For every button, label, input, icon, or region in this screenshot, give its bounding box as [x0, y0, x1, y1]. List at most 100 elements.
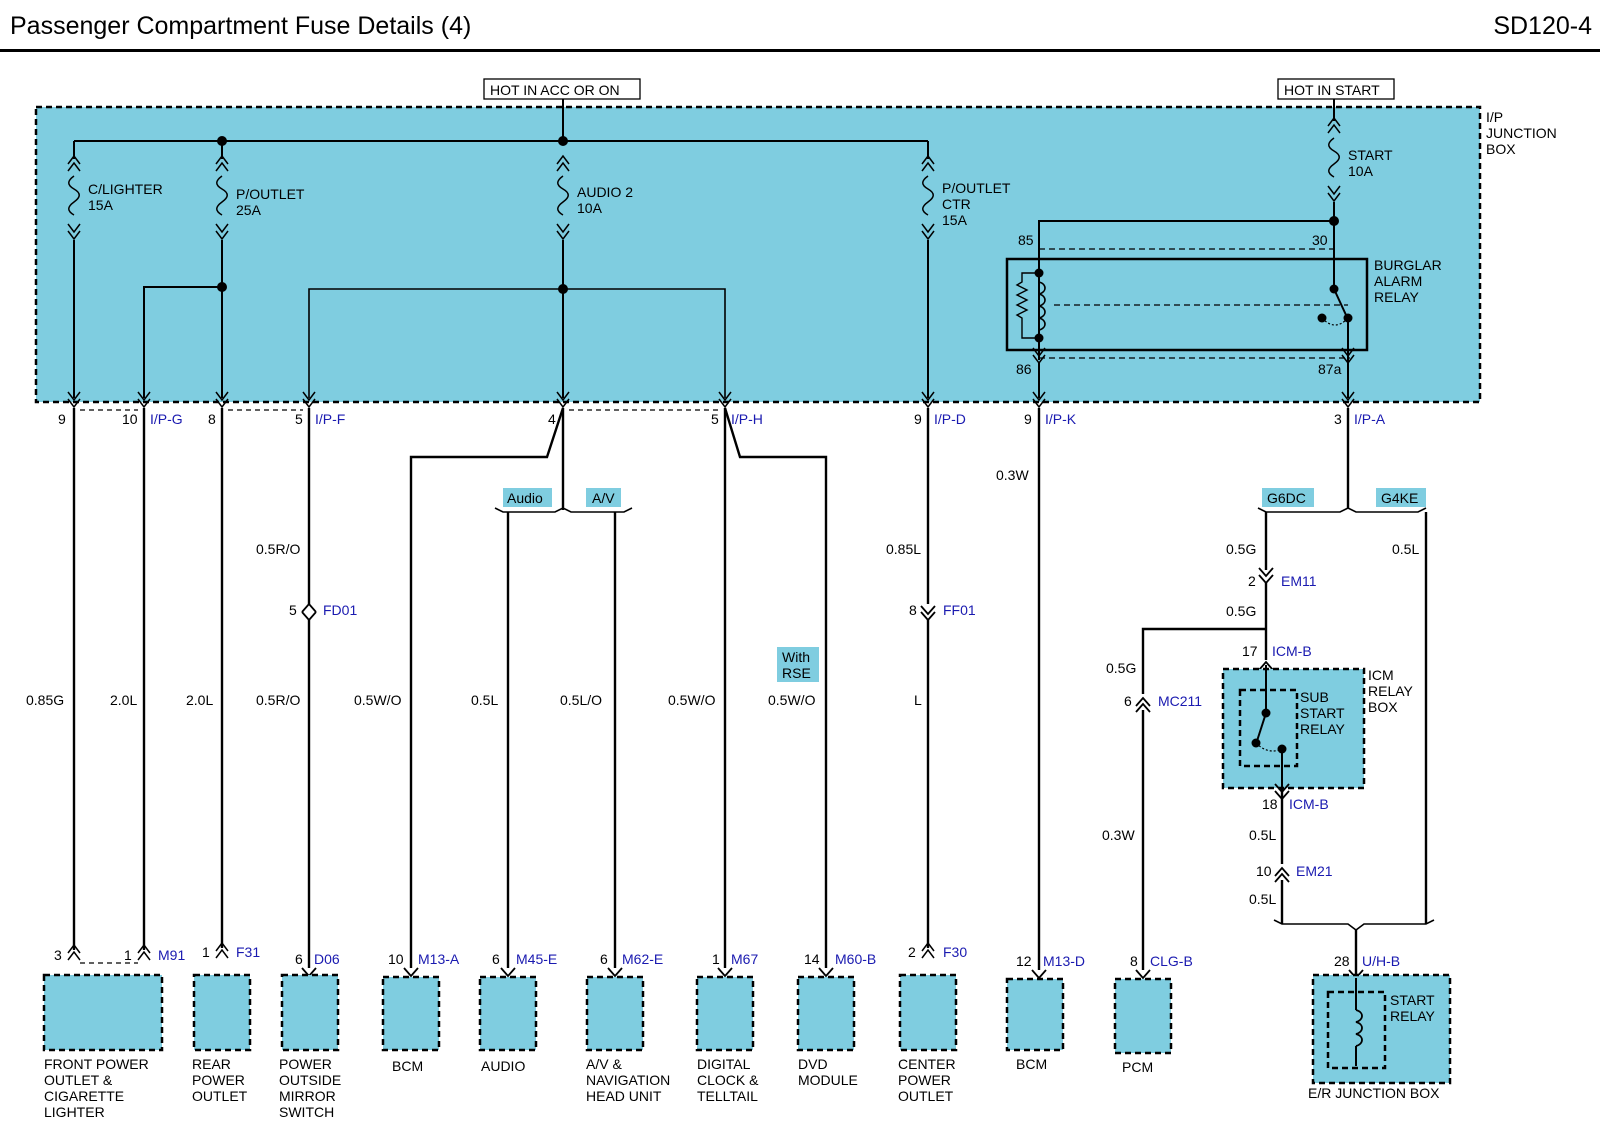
- icm-pin-18: 18: [1262, 796, 1278, 812]
- conn-m62-e: M62-E: [622, 951, 663, 967]
- c2-pin: 1: [202, 944, 210, 960]
- svg-text:2.0L: 2.0L: [186, 692, 213, 708]
- rear-power-outlet-label: REAR POWER OUTLET: [192, 1056, 249, 1104]
- conn-f31: F31: [236, 944, 260, 960]
- icm-relay-box-label: ICM RELAY BOX: [1368, 667, 1417, 715]
- conn-em21: EM21: [1296, 863, 1333, 879]
- svg-text:0.5L: 0.5L: [1249, 891, 1276, 907]
- svg-text:0.5L: 0.5L: [1249, 827, 1276, 843]
- em21-pin: 10: [1256, 863, 1272, 879]
- jb-pin-10: 10: [122, 411, 138, 427]
- fuse-start-label: START 10A: [1348, 147, 1396, 179]
- audio-unit: [478, 975, 538, 1052]
- option-g4ke-tag: [1376, 488, 1426, 507]
- hot-in-start-label: HOT IN START: [1284, 82, 1380, 98]
- ff01-pin: 8: [909, 602, 917, 618]
- option-g6dc-tag: [1262, 488, 1314, 507]
- digital-clock-telltail: [695, 975, 755, 1052]
- start-relay: [1326, 990, 1387, 1070]
- fuse-poutlet-label: P/OUTLET 25A: [236, 186, 308, 218]
- svg-text:0.5R/O: 0.5R/O: [256, 541, 300, 557]
- av-navigation-head-unit: [585, 975, 645, 1052]
- conn-icm-b-in: ICM-B: [1272, 643, 1312, 659]
- conn-fd01: FD01: [323, 602, 357, 618]
- front-power-outlet-label: FRONT POWER OUTLET & CIGARETTE LIGHTER: [44, 1056, 153, 1120]
- option-rse-tag: [777, 647, 819, 682]
- conn-ip-h: I/P-H: [731, 411, 763, 427]
- svg-text:0.5R/O: 0.5R/O: [256, 692, 300, 708]
- hot-in-acc-label: HOT IN ACC OR ON: [490, 82, 620, 98]
- svg-text:0.5G: 0.5G: [1106, 660, 1136, 676]
- option-g6dc: G6DC: [1267, 490, 1306, 506]
- jb-pin-9b: 9: [914, 411, 922, 427]
- digital-clock-telltail-label: DIGITAL CLOCK & TELLTAIL: [697, 1056, 762, 1104]
- c5-pin: 6: [492, 951, 500, 967]
- av-navigation-head-unit-label: A/V & NAVIGATION HEAD UNIT: [586, 1056, 674, 1104]
- sub-start-relay-label: SUB START RELAY: [1300, 689, 1348, 737]
- conn-ip-a: I/P-A: [1354, 411, 1386, 427]
- c3-pin: 6: [295, 951, 303, 967]
- conn-d06: D06: [314, 951, 340, 967]
- fd01-pin: 5: [289, 602, 297, 618]
- power-outside-mirror-switch-label: POWER OUTSIDE MIRROR SWITCH: [279, 1056, 345, 1120]
- conn-m67: M67: [731, 951, 758, 967]
- ip-junction-box: [34, 105, 1482, 404]
- option-audio-tag: [503, 488, 552, 507]
- svg-text:L: L: [914, 692, 922, 708]
- conn-ip-f: I/P-F: [315, 411, 345, 427]
- em11-pin: 2: [1248, 573, 1256, 589]
- burglar-alarm-relay-label: BURGLAR ALARM RELAY: [1374, 257, 1446, 305]
- svg-text:0.3W: 0.3W: [1102, 827, 1135, 843]
- pcm-label: PCM: [1122, 1059, 1153, 1075]
- burglar-alarm-relay: [1005, 257, 1369, 352]
- jb-bottom-connectors: [67, 391, 1355, 411]
- start-relay-label: START RELAY: [1390, 992, 1438, 1024]
- relay-resistor-icon: [1015, 272, 1039, 339]
- sub-start-relay: [1238, 688, 1299, 768]
- bcm-d: [1005, 977, 1065, 1052]
- conn-m13-a: M13-A: [418, 951, 460, 967]
- jb-pin-8: 8: [208, 411, 216, 427]
- c12-pin: 28: [1334, 953, 1350, 969]
- svg-text:0.5W/O: 0.5W/O: [668, 692, 716, 708]
- conn-m45-e: M45-E: [516, 951, 557, 967]
- audio-unit-label: AUDIO: [481, 1058, 525, 1074]
- relay-pin-85: 85: [1018, 232, 1034, 248]
- power-outside-mirror-switch: [280, 973, 340, 1052]
- jb-pin-3: 3: [1334, 411, 1342, 427]
- conn-ip-k: I/P-K: [1045, 411, 1077, 427]
- relay-coil-icon: [1038, 281, 1046, 331]
- jb-pin-5a: 5: [295, 411, 303, 427]
- conn-mc211: MC211: [1158, 693, 1202, 709]
- relay-pin-30: 30: [1312, 232, 1328, 248]
- bcm-d-label: BCM: [1016, 1056, 1047, 1072]
- jb-pin-4: 4: [548, 411, 556, 427]
- c7-pin: 1: [712, 951, 720, 967]
- conn-icm-b-out: ICM-B: [1289, 796, 1329, 812]
- dvd-module-label: DVD MODULE: [798, 1056, 858, 1088]
- option-audio: Audio: [507, 490, 543, 506]
- conn-m13-d: M13-D: [1043, 953, 1085, 969]
- center-power-outlet: [898, 973, 958, 1052]
- svg-text:0.85L: 0.85L: [886, 541, 921, 557]
- relay-pin-86: 86: [1016, 361, 1032, 377]
- svg-text:0.5W/O: 0.5W/O: [768, 692, 816, 708]
- conn-clg-b: CLG-B: [1150, 953, 1193, 969]
- svg-text:0.3W: 0.3W: [996, 467, 1029, 483]
- svg-text:0.5L: 0.5L: [1392, 541, 1419, 557]
- fuse-poutlet-ctr-label: P/OUTLET CTR 15A: [942, 180, 1014, 228]
- conn-m91: M91: [158, 947, 185, 963]
- c9-pin: 2: [908, 944, 916, 960]
- c11-pin: 8: [1130, 953, 1138, 969]
- page-title: Passenger Compartment Fuse Details (4): [10, 12, 472, 40]
- fuse-audio2-label: AUDIO 2 10A: [577, 184, 637, 216]
- title-bar: Passenger Compartment Fuse Details (4) S…: [0, 0, 1600, 52]
- conn-uh-b: U/H-B: [1362, 953, 1400, 969]
- conn-m60-b: M60-B: [835, 951, 876, 967]
- bcm-a: [381, 975, 441, 1052]
- conn-ip-g: I/P-G: [150, 411, 183, 427]
- c1-pin-1: 1: [124, 947, 132, 963]
- c1-pin-3: 3: [54, 947, 62, 963]
